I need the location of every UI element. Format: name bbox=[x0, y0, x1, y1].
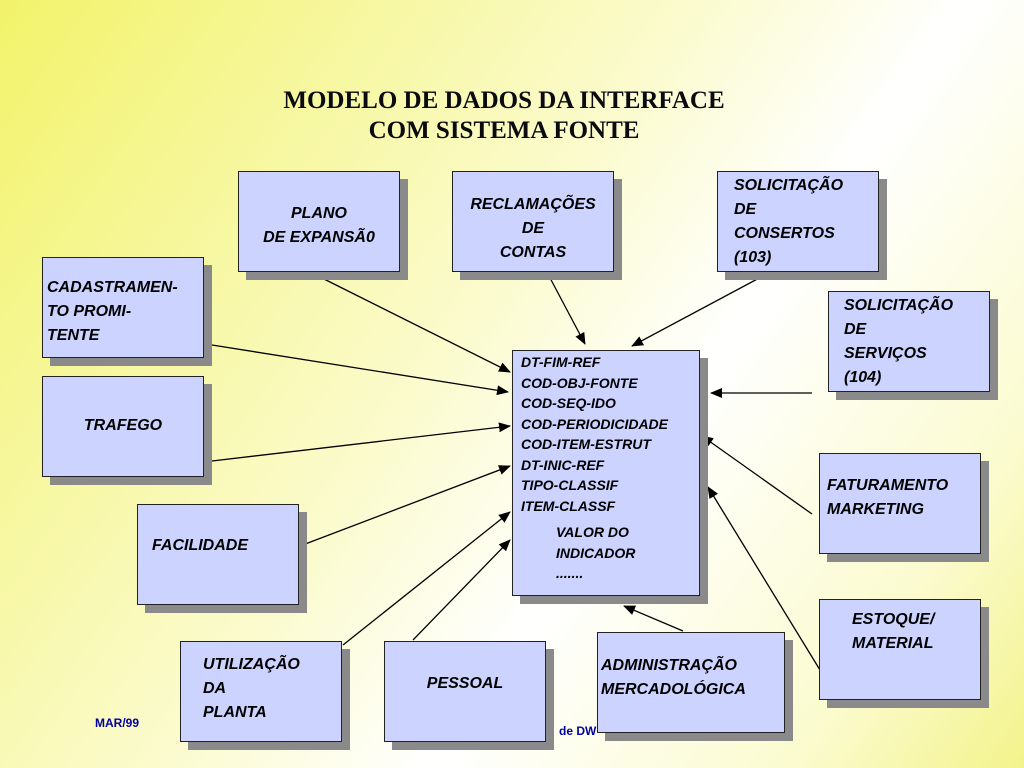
box-line: ESTOQUE/ bbox=[852, 611, 935, 628]
box-line: DE EXPANSÃ0 bbox=[263, 229, 375, 246]
box-solicitacao-de-consertos: SOLICITAÇÃO DE CONSERTOS (103) bbox=[717, 171, 879, 272]
field-item-classf: ITEM-CLASSF bbox=[521, 497, 616, 514]
arrow-pessoal bbox=[412, 539, 511, 641]
arrow-facilidade bbox=[299, 465, 511, 547]
field-indicador: INDICADOR bbox=[556, 544, 636, 561]
box-cadastramento-promitente: CADASTRAMEN- TO PROMI- TENTE bbox=[42, 257, 204, 358]
title-line-2: COM SISTEMA FONTE bbox=[368, 117, 640, 144]
title-line-1: MODELO DE DADOS DA INTERFACE bbox=[283, 87, 725, 114]
arrow-faturamento bbox=[701, 435, 813, 515]
box-pessoal: PESSOAL bbox=[384, 641, 546, 742]
box-line: (104) bbox=[844, 369, 882, 386]
footer-partial-text: de DW bbox=[559, 724, 597, 738]
field-valor-do: VALOR DO bbox=[556, 524, 629, 540]
box-line: UTILIZAÇÃO bbox=[203, 656, 300, 673]
box-line: CONSERTOS bbox=[734, 225, 835, 242]
arrow-administracao bbox=[623, 605, 684, 632]
box-line: TRAFEGO bbox=[83, 417, 163, 434]
box-faturamento-marketing: FATURAMENTO MARKETING bbox=[819, 453, 981, 554]
box-facilidade: FACILIDADE bbox=[137, 504, 299, 605]
box-reclamacoes-de-contas: RECLAMAÇÕES DE CONTAS bbox=[452, 171, 614, 272]
box-line: SOLICITAÇÃO bbox=[734, 177, 844, 194]
box-trafego: TRAFEGO bbox=[42, 376, 204, 477]
arrow-sol-consertos bbox=[631, 275, 764, 347]
box-solicitacao-de-servicos: SOLICITAÇÃO DE SERVIÇOS (104) bbox=[828, 291, 990, 392]
field-cod-seq-ido: COD-SEQ-IDO bbox=[521, 395, 616, 411]
box-line: CONTAS bbox=[499, 244, 567, 261]
arrow-utilizacao bbox=[342, 511, 511, 646]
box-line: DE bbox=[844, 321, 867, 338]
box-line: (103) bbox=[734, 249, 772, 266]
arrow-trafego bbox=[211, 422, 511, 462]
field-dt-inic-ref: DT-INIC-REF bbox=[521, 456, 605, 473]
arrow-reclamacoes bbox=[548, 275, 586, 345]
box-line: RECLAMAÇÕES bbox=[470, 196, 596, 213]
field-ellipsis: ....... bbox=[556, 565, 584, 581]
box-line: MERCADOLÓGICA bbox=[601, 681, 746, 698]
box-line: DE bbox=[734, 201, 757, 218]
central-entity-box: DT-FIM-REF COD-OBJ-FONTE COD-SEQ-IDO COD… bbox=[512, 350, 700, 596]
box-line: CADASTRAMEN- bbox=[47, 279, 178, 296]
box-line: MARKETING bbox=[827, 501, 924, 518]
box-line: ADMINISTRAÇÃO bbox=[601, 657, 737, 674]
field-cod-obj-fonte: COD-OBJ-FONTE bbox=[521, 374, 638, 391]
box-line: PLANO bbox=[291, 205, 347, 222]
box-estoque-material: ESTOQUE/ MATERIAL bbox=[819, 599, 981, 700]
box-line: DE bbox=[521, 220, 545, 237]
arrow-plano bbox=[317, 275, 511, 373]
footer-date: MAR/99 bbox=[95, 716, 140, 730]
box-line: PESSOAL bbox=[426, 675, 504, 692]
field-cod-periodicidade: COD-PERIODICIDADE bbox=[521, 415, 669, 432]
field-cod-item-estrut: COD-ITEM-ESTRUT bbox=[521, 436, 651, 452]
box-line: PLANTA bbox=[203, 704, 267, 721]
box-line: FATURAMENTO bbox=[827, 477, 949, 494]
arrow-cadastramento bbox=[211, 344, 509, 396]
field-tipo-classif: TIPO-CLASSIF bbox=[521, 477, 619, 493]
box-administracao-mercadologica: ADMINISTRAÇÃO MERCADOLÓGICA bbox=[597, 632, 785, 733]
box-line: FACILIDADE bbox=[152, 537, 248, 554]
arrow-estoque bbox=[707, 486, 821, 671]
box-line: TO PROMI- bbox=[47, 303, 132, 320]
page-title: MODELO DE DADOS DA INTERFACE COM SISTEMA… bbox=[0, 86, 1008, 146]
box-line: MATERIAL bbox=[852, 635, 934, 652]
box-line: SERVIÇOS bbox=[844, 345, 927, 362]
field-dt-fim-ref: DT-FIM-REF bbox=[521, 354, 601, 370]
box-plano-de-expansao: PLANO DE EXPANSÃ0 bbox=[238, 171, 400, 272]
box-line: DA bbox=[203, 680, 227, 697]
box-line: SOLICITAÇÃO bbox=[844, 297, 954, 314]
central-extra-block: VALOR DO INDICADOR ....... bbox=[521, 516, 699, 584]
box-utilizacao-da-planta: UTILIZAÇÃO DA PLANTA bbox=[180, 641, 342, 742]
box-line: TENTE bbox=[47, 327, 100, 344]
